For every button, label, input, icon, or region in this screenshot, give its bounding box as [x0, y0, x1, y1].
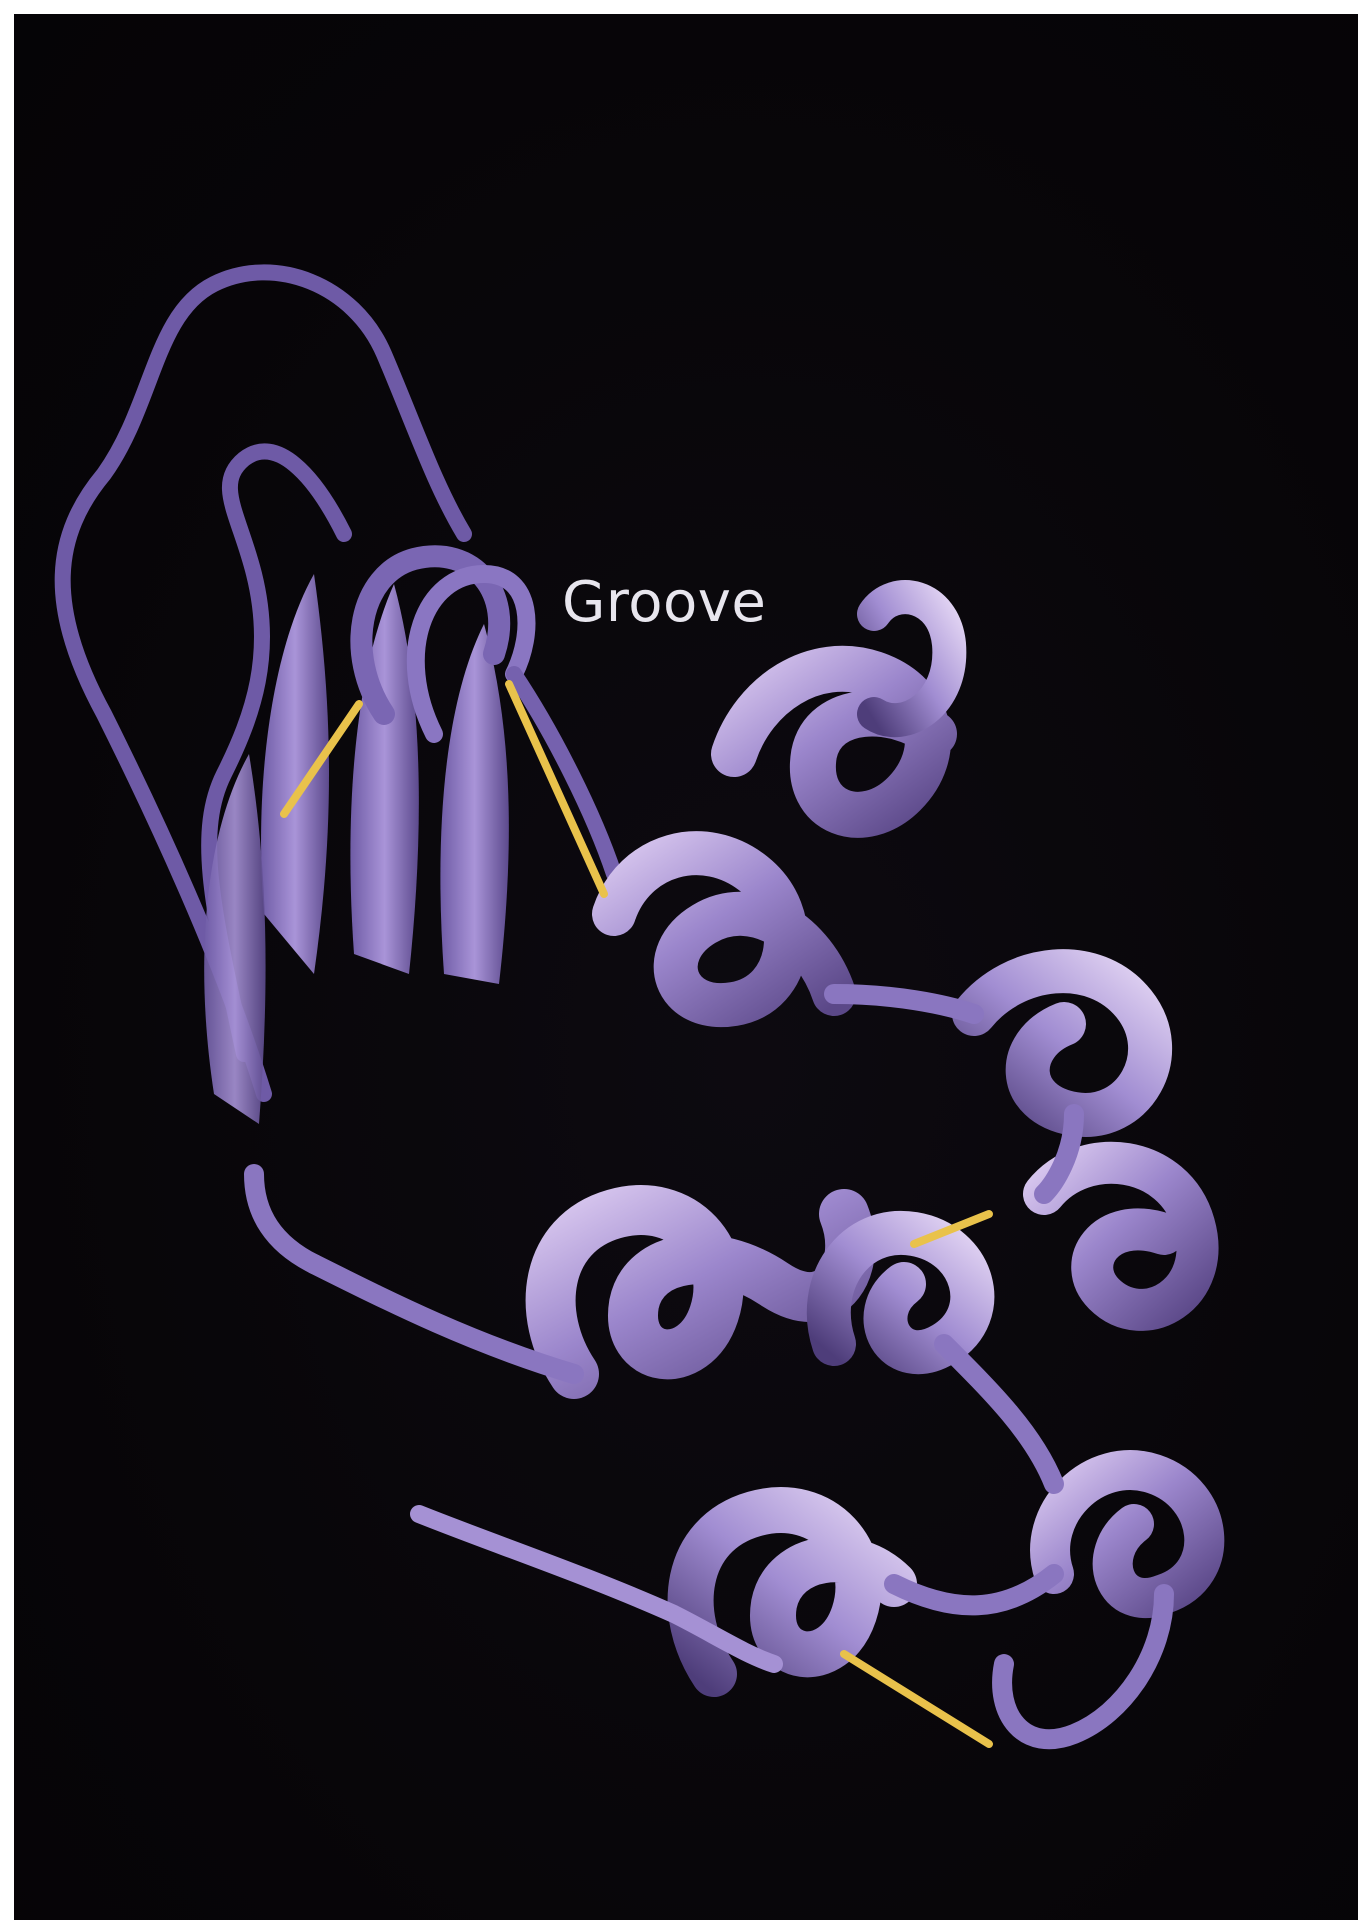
figure-panel: Groove	[14, 14, 1358, 1920]
protein-ribbon-illustration	[14, 14, 1358, 1920]
disulfide-bond	[509, 684, 604, 894]
alpha-helices	[551, 597, 1205, 1674]
groove-label: Groove	[562, 570, 766, 635]
disulfide-bond	[844, 1654, 989, 1744]
